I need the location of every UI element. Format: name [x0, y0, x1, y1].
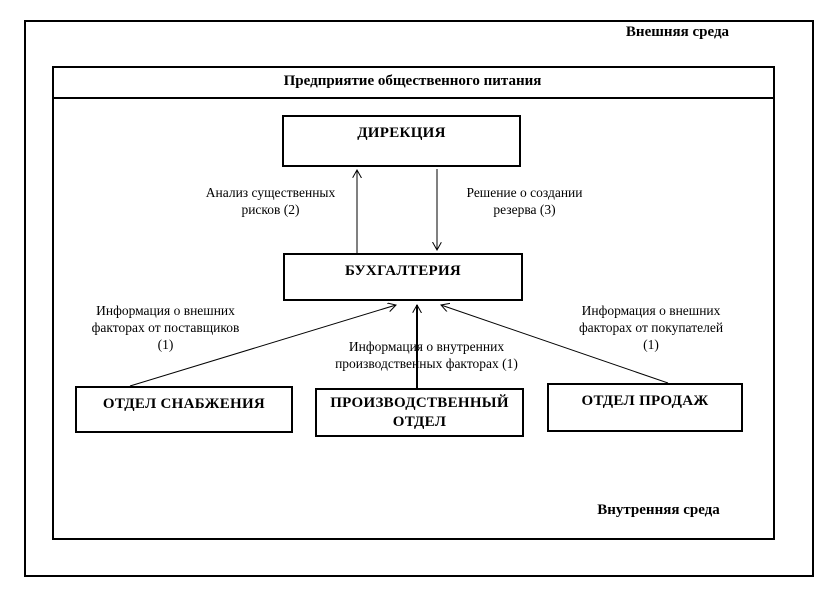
external-environment-label: Внешняя среда: [625, 24, 730, 40]
node-proizvodstvennyj-otdel: ПРОИЗВОДСТВЕННЫЙ ОТДЕЛ: [315, 388, 524, 437]
node-otdel-snabzheniya: ОТДЕЛ СНАБЖЕНИЯ: [75, 386, 293, 433]
external-environment-frame: [24, 20, 814, 577]
node-direkciya: ДИРЕКЦИЯ: [282, 115, 521, 167]
enterprise-title: Предприятие общественного питания: [52, 66, 773, 99]
edge-label-analiz-riskov: Анализ существенных рисков (2): [205, 185, 336, 217]
edge-label-reshenie-rezerv: Решение о создании резерва (3): [466, 185, 583, 217]
internal-environment-label: Внутренняя среда: [597, 502, 720, 518]
node-buhgalteriya: БУХГАЛТЕРИЯ: [283, 253, 523, 301]
edge-label-info-vnutrennie: Информация о внутренних производственных…: [335, 339, 518, 371]
edge-label-info-pokupateli: Информация о внешних факторах от покупат…: [578, 303, 724, 352]
edge-label-info-postavshiki: Информация о внешних факторах от поставщ…: [91, 303, 240, 352]
node-otdel-prodazh: ОТДЕЛ ПРОДАЖ: [547, 383, 743, 432]
enterprise-frame: [52, 66, 775, 540]
